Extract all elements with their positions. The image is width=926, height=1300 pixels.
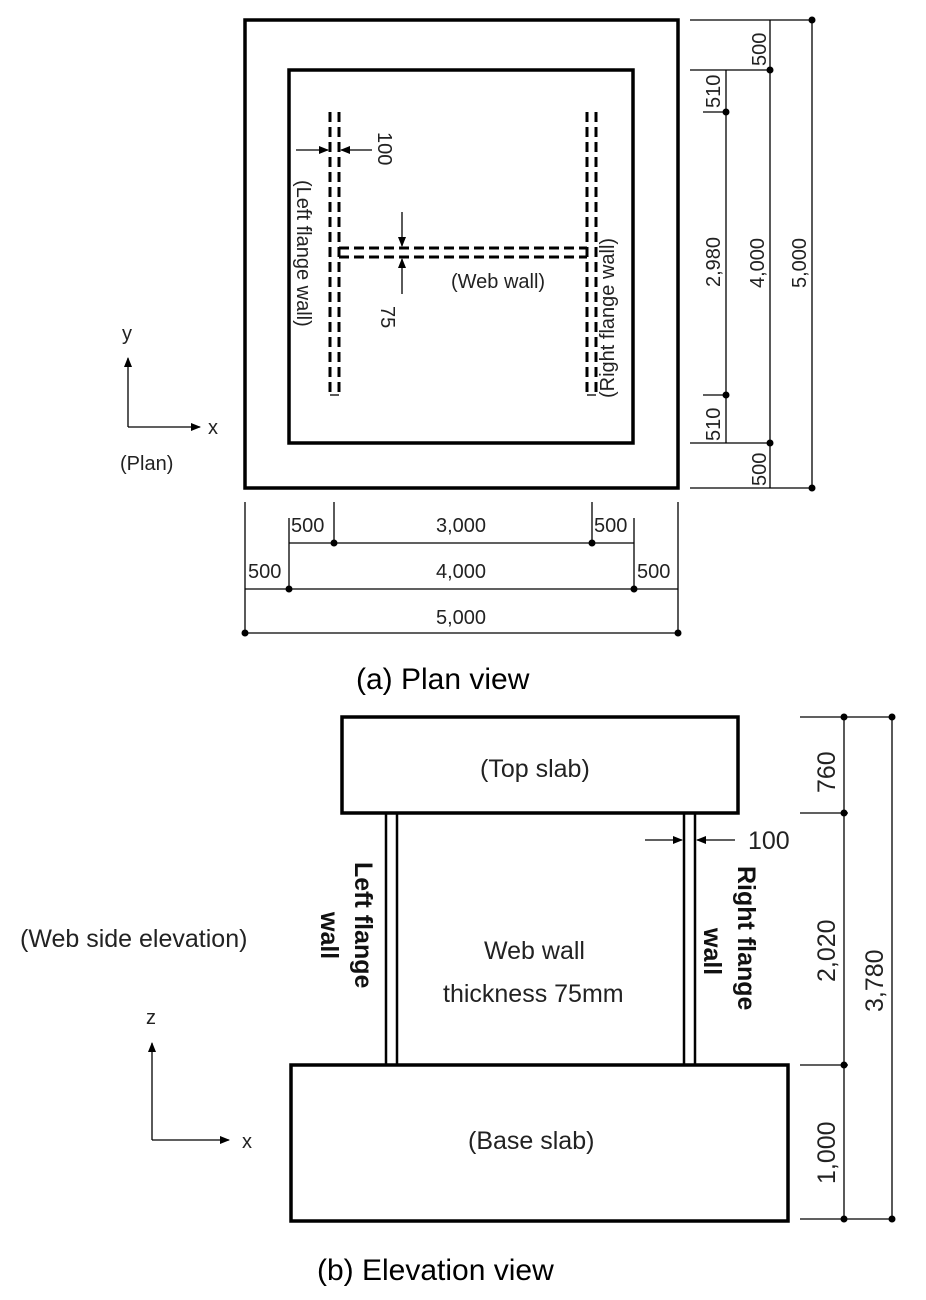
left-flange-wall-label-line1: Left flange bbox=[349, 862, 377, 988]
plan-bottom-dimensions bbox=[241, 502, 682, 637]
elevation-view: (Top slab) (Base slab) Web wall thicknes… bbox=[20, 713, 896, 1287]
web-thickness-label: 75 bbox=[376, 306, 398, 328]
dim-right-inner-total: 4,000 bbox=[747, 238, 769, 288]
plan-axis-x-label: x bbox=[208, 417, 218, 439]
web-wall-label: (Web wall) bbox=[451, 271, 545, 293]
dim-bottom-row1-left: 500 bbox=[291, 515, 324, 537]
plan-axis-y-label: y bbox=[122, 323, 132, 345]
right-flange-wall-elevation bbox=[682, 813, 697, 1065]
elevation-dimensions bbox=[800, 713, 896, 1223]
plan-caption: (a) Plan view bbox=[356, 663, 530, 696]
top-slab-outline bbox=[287, 68, 635, 445]
base-slab-outline bbox=[243, 18, 680, 490]
plan-right-dimensions bbox=[690, 16, 816, 492]
dim-elev-mid: 2,020 bbox=[813, 919, 841, 982]
dim-bottom-row1-mid: 3,000 bbox=[436, 515, 486, 537]
dim-elev-top: 760 bbox=[813, 751, 841, 793]
dim-elev-total: 3,780 bbox=[861, 949, 889, 1012]
left-flange-wall-elevation bbox=[384, 813, 399, 1065]
elev-axis-x-label: x bbox=[242, 1131, 252, 1153]
dim-right-mid: 2,980 bbox=[703, 237, 725, 287]
top-slab-label: (Top slab) bbox=[480, 755, 590, 783]
left-flange-wall-label: (Left flange wall) bbox=[292, 180, 314, 327]
dim-right-outer-total: 5,000 bbox=[789, 238, 811, 288]
plan-view: 100 75 (Left flange wall) (Right flange … bbox=[120, 16, 816, 696]
elevation-view-label: (Web side elevation) bbox=[20, 925, 247, 953]
dim-bottom-row2-mid: 4,000 bbox=[436, 561, 486, 583]
dim-right-bot-inner: 510 bbox=[703, 408, 725, 441]
dim-right-top-inner: 510 bbox=[703, 75, 725, 108]
elev-flange-thickness-label: 100 bbox=[748, 827, 790, 855]
right-flange-wall-label: (Right flange wall) bbox=[597, 238, 619, 398]
flange-thickness-label: 100 bbox=[373, 132, 395, 165]
dim-right-bot-outer: 500 bbox=[749, 453, 771, 486]
web-wall-label-line2: thickness 75mm bbox=[443, 980, 624, 1008]
elev-axis-z-label: z bbox=[146, 1007, 156, 1029]
dim-bottom-row2-left: 500 bbox=[248, 561, 281, 583]
base-slab bbox=[289, 1063, 790, 1223]
top-slab bbox=[340, 715, 740, 815]
dim-bottom-row2-right: 500 bbox=[637, 561, 670, 583]
web-wall-label-line1: Web wall bbox=[484, 937, 585, 965]
dim-right-top-outer: 500 bbox=[749, 33, 771, 66]
plan-view-label: (Plan) bbox=[120, 453, 173, 475]
elevation-caption: (b) Elevation view bbox=[317, 1254, 554, 1287]
right-flange-wall-label-line2: wall bbox=[698, 927, 726, 975]
left-flange-wall-plan bbox=[328, 112, 341, 396]
elevation-axis-icon bbox=[148, 1042, 230, 1144]
right-flange-wall-plan bbox=[585, 112, 598, 396]
base-slab-label: (Base slab) bbox=[468, 1127, 594, 1155]
left-flange-wall-label-line2: wall bbox=[315, 911, 343, 959]
plan-axis-icon bbox=[124, 357, 201, 431]
dim-bottom-row3: 5,000 bbox=[436, 607, 486, 629]
right-flange-wall-label-line1: Right flange bbox=[732, 866, 760, 1011]
dim-elev-bottom: 1,000 bbox=[813, 1121, 841, 1184]
web-wall-plan bbox=[339, 246, 587, 259]
dim-bottom-row1-right: 500 bbox=[594, 515, 627, 537]
